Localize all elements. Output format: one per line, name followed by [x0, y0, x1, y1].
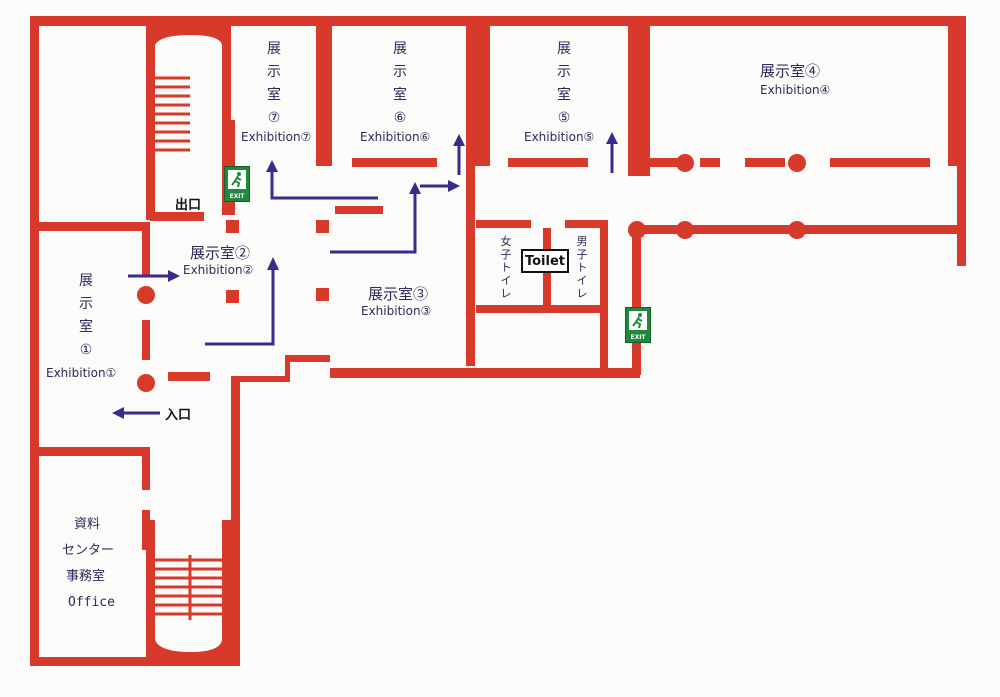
char: 展: [557, 41, 571, 57]
char: 室: [267, 87, 281, 103]
room3-jp-label: 展示室③: [368, 285, 429, 303]
exit-sign-text: EXIT: [229, 193, 245, 200]
room4-en-label: Exhibition④: [760, 83, 831, 97]
char: 女: [500, 235, 512, 248]
char: ⑦: [267, 110, 281, 126]
room4-jp-label: 展示室④: [760, 62, 821, 80]
men-toilet-label: 男 子 ト イ レ: [575, 235, 589, 300]
char: 子: [500, 248, 512, 261]
char: 室: [79, 319, 93, 335]
toilet-label: Toilet: [521, 249, 569, 273]
char: 示: [393, 64, 407, 80]
room7-en-label: Exhibition⑦: [241, 130, 312, 144]
char: 子: [576, 248, 588, 261]
char: 展: [267, 41, 281, 57]
char: 男: [576, 235, 588, 248]
char: 室: [557, 87, 571, 103]
office-line: 事務室: [66, 569, 106, 584]
char: レ: [576, 287, 588, 300]
room2-jp-label: 展示室②: [190, 244, 251, 262]
exit-label: 出口: [175, 198, 202, 213]
women-toilet-label: 女 子 ト イ レ: [499, 235, 513, 300]
stairs: [148, 76, 230, 620]
walls: [30, 16, 966, 666]
room2-en-label: Exhibition②: [183, 263, 254, 277]
room5-en-label: Exhibition⑤: [524, 130, 595, 144]
room1-en-label: Exhibition①: [46, 366, 117, 380]
room3-en-label: Exhibition③: [361, 304, 432, 318]
office-label: 資料 センター 事務室 Office: [62, 512, 115, 616]
columns: [137, 154, 806, 392]
char: イ: [576, 274, 588, 287]
char: 展: [79, 273, 93, 289]
room1-jp-label: 展 示 室 ①: [76, 270, 96, 362]
char: ⑤: [557, 110, 571, 126]
office-line: 資料: [74, 517, 101, 532]
emergency-exit-sign-icon: EXIT: [224, 166, 250, 202]
char: ⑥: [393, 110, 407, 126]
room7-jp-label: 展 示 室 ⑦: [264, 38, 284, 130]
char: 示: [79, 296, 93, 312]
arrow-heads: [112, 132, 618, 419]
office-line: センター: [62, 543, 115, 558]
entrance-label: 入口: [165, 408, 192, 423]
office-line: Office: [68, 595, 115, 610]
char: 室: [393, 87, 407, 103]
char: ①: [79, 342, 93, 358]
room6-en-label: Exhibition⑥: [360, 130, 431, 144]
route-arrow-icon: [205, 265, 275, 346]
char: ト: [576, 261, 588, 274]
char: 示: [557, 64, 571, 80]
exit-sign-text: EXIT: [630, 334, 646, 341]
room6-jp-label: 展 示 室 ⑥: [390, 38, 410, 130]
char: 示: [267, 64, 281, 80]
route-arrows: [120, 140, 614, 415]
char: レ: [500, 287, 512, 300]
route-arrow-icon: [330, 190, 417, 254]
char: イ: [500, 274, 512, 287]
char: ト: [500, 261, 512, 274]
route-arrow-icon: [270, 168, 378, 200]
room5-jp-label: 展 示 室 ⑤: [554, 38, 574, 130]
emergency-exit-sign-icon: EXIT: [625, 307, 651, 343]
char: 展: [393, 41, 407, 57]
